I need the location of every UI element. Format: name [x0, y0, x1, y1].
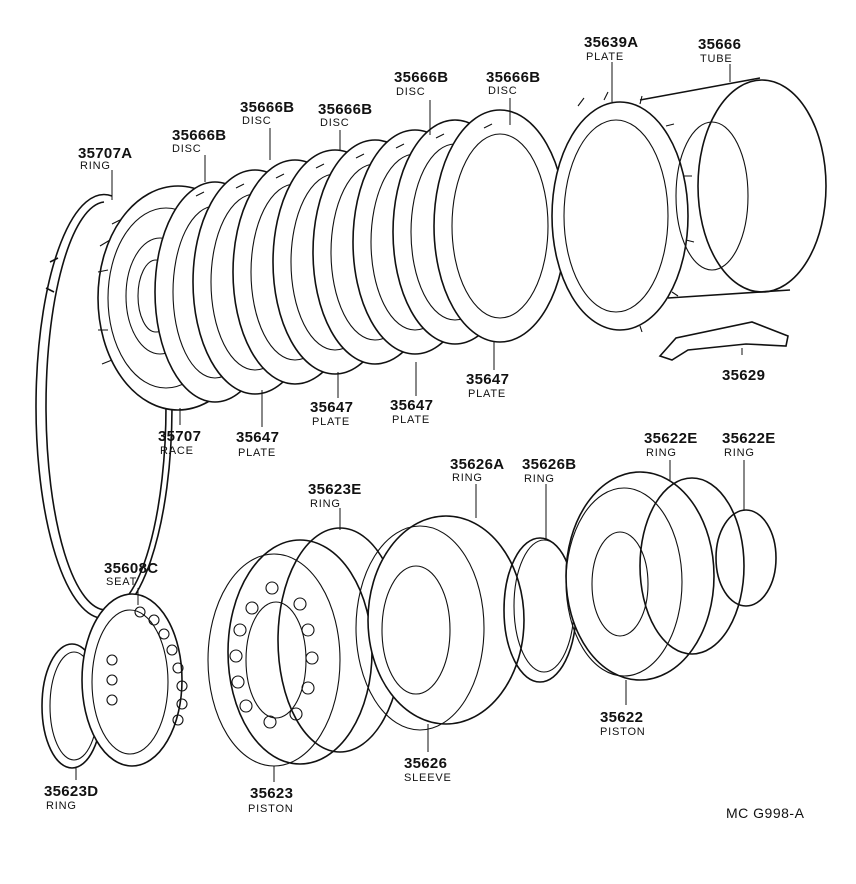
callout-number: 35647 — [390, 397, 433, 414]
callout-number: 35622E — [722, 430, 776, 447]
callout-name: DISC — [488, 85, 517, 97]
callout-35666B-2: 35666B DISC — [240, 99, 294, 127]
piston-35623 — [207, 539, 373, 767]
callout-name: RING — [452, 472, 483, 484]
plate-35639A — [551, 91, 695, 333]
callout-35623: 35623 PISTON — [248, 785, 294, 815]
callout-35666B-3: 35666B DISC — [318, 101, 372, 129]
clutch-pack — [154, 109, 567, 403]
tube-35666 — [639, 77, 827, 299]
diagram-reference: MC G998-A — [726, 805, 805, 821]
callout-number: 35647 — [310, 399, 353, 416]
snap-ring-35707A — [35, 193, 173, 620]
callout-number: 35623E — [308, 481, 362, 498]
callout-number: 35623D — [44, 783, 98, 800]
callout-name: TUBE — [700, 53, 733, 65]
callout-name: PLATE — [392, 414, 430, 426]
bracket-35629 — [658, 321, 789, 361]
callout-35707A: 35707A RING — [78, 145, 132, 172]
callout-number: 35622E — [644, 430, 698, 447]
callout-number: 35626B — [522, 456, 576, 473]
callout-name: RING — [724, 447, 755, 459]
callout-number: 35666B — [318, 101, 372, 118]
callout-number: 35629 — [722, 367, 765, 384]
callout-name: PISTON — [600, 726, 646, 738]
callout-number: 35707 — [158, 428, 201, 445]
callout-number: 35647 — [466, 371, 509, 388]
callout-number: 35639A — [584, 34, 638, 51]
callout-name: PLATE — [238, 447, 276, 459]
callout-name: RING — [310, 498, 341, 510]
callout-35626A: 35626A RING — [450, 456, 504, 484]
leader-lines — [75, 62, 745, 782]
callout-number: 35666B — [394, 69, 448, 86]
sleeve-35626 — [355, 515, 525, 731]
callout-35629: 35629 — [722, 367, 765, 384]
callout-number: 35622 — [600, 709, 643, 726]
callout-name: PISTON — [248, 803, 294, 815]
callout-name: DISC — [242, 115, 271, 127]
callout-number: 35626A — [450, 456, 504, 473]
callout-35623E: 35623E RING — [308, 481, 362, 510]
callout-number: 35623 — [250, 785, 293, 802]
ring-35622E-outer — [639, 477, 745, 655]
callout-35626B: 35626B RING — [522, 456, 576, 485]
callout-name: PLATE — [312, 416, 350, 428]
callout-35626: 35626 SLEEVE — [404, 755, 452, 784]
callout-number: 35666B — [486, 69, 540, 86]
seat-35608C — [81, 593, 188, 767]
callout-35622E-1: 35622E RING — [644, 430, 698, 459]
callout-number: 35647 — [236, 429, 279, 446]
callout-35647-1: 35647 PLATE — [236, 429, 279, 459]
callout-35666B-4: 35666B DISC — [394, 69, 448, 98]
callout-35647-4: 35647 PLATE — [466, 371, 509, 400]
callout-name: PLATE — [468, 388, 506, 400]
callout-name: DISC — [320, 117, 349, 129]
callout-35707: 35707 RACE — [158, 428, 201, 457]
callout-number: 35707A — [78, 145, 132, 162]
callout-35647-3: 35647 PLATE — [390, 397, 433, 426]
callout-name: SLEEVE — [404, 772, 452, 784]
callout-number: 35626 — [404, 755, 447, 772]
callout-35608C: 35608C SEAT — [104, 560, 158, 588]
callout-name: SEAT — [106, 576, 137, 588]
callout-35622: 35622 PISTON — [600, 709, 646, 738]
callout-35622E-2: 35622E RING — [722, 430, 776, 459]
callout-35666B-1: 35666B DISC — [172, 127, 226, 155]
callout-name: RING — [524, 473, 555, 485]
callout-number: 35666 — [698, 36, 741, 53]
ring-35622E-small — [715, 509, 777, 607]
callout-number: 35608C — [104, 560, 158, 577]
callout-name: DISC — [172, 143, 201, 155]
callout-name: RACE — [160, 445, 194, 457]
callout-number: 35666B — [172, 127, 226, 144]
callout-35647-2: 35647 PLATE — [310, 399, 353, 428]
callout-35639A: 35639A PLATE — [584, 34, 638, 63]
callout-name: PLATE — [586, 51, 624, 63]
callout-35666B-5: 35666B DISC — [486, 69, 540, 97]
callout-number: 35666B — [240, 99, 294, 116]
callout-35623D: 35623D RING — [44, 783, 98, 812]
callout-35666: 35666 TUBE — [698, 36, 741, 65]
callout-name: RING — [646, 447, 677, 459]
callout-name: RING — [80, 160, 111, 172]
callout-name: RING — [46, 800, 77, 812]
callout-name: DISC — [396, 86, 425, 98]
